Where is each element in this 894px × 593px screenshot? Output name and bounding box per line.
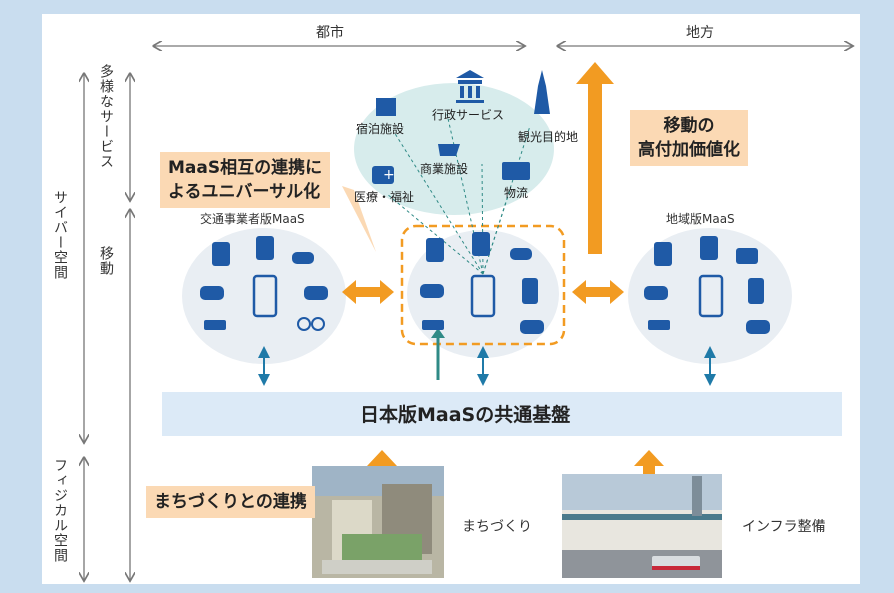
lodging-label: 宿泊施設 <box>356 122 405 136</box>
mobility-label: 移動 <box>98 246 114 276</box>
admin-icon <box>456 70 484 103</box>
diagram-panel: + 都市 地方 多様なサービス サイバー空間 移動 フィジカル空間 MaaS相互… <box>42 14 860 584</box>
value-add-arrow <box>576 62 614 254</box>
diverse-services-label: 多様なサービス <box>98 64 114 169</box>
teal-connector-head <box>431 328 445 338</box>
callout-pointer <box>342 186 376 252</box>
medical-cross: + <box>383 167 395 183</box>
central-maas-dashed-box <box>400 224 566 346</box>
lodging-icon <box>376 98 396 116</box>
transport-icons-right <box>644 236 770 334</box>
physical-space-label: フィジカル空間 <box>52 458 68 563</box>
service-icons <box>372 70 550 184</box>
commerce-label: 商業施設 <box>420 162 469 176</box>
cart-icon <box>438 144 460 156</box>
transport-icons-left <box>200 236 328 331</box>
value-add-callout: 移動の 高付加価値化 <box>630 110 748 166</box>
universal-callout-line2: よるユニバーサル化 <box>168 182 321 202</box>
city-label: 都市 <box>316 25 344 41</box>
rural-label: 地方 <box>686 25 714 41</box>
regional-maas-label: 地域版MaaS <box>666 212 735 226</box>
diagram-graphics: + <box>42 14 860 584</box>
logistics-label: 物流 <box>504 186 529 200</box>
tower-icon <box>534 70 550 114</box>
value-add-callout-line2: 高付加価値化 <box>638 140 740 160</box>
link-arrow-left <box>342 280 394 304</box>
transport-maas-label: 交通事業者版MaaS <box>200 212 305 226</box>
universal-callout: MaaS相互の連携に よるユニバーサル化 <box>160 152 331 208</box>
link-arrow-right <box>572 280 624 304</box>
medical-label: 医療・福祉 <box>354 190 415 204</box>
platform-label: 日本版MaaSの共通基盤 <box>360 404 571 426</box>
transport-icons-center <box>420 232 544 334</box>
platform-bar <box>162 392 842 436</box>
admin-label: 行政サービス <box>432 108 505 122</box>
cyber-space-label: サイバー空間 <box>52 190 68 280</box>
medical-icon <box>372 166 394 184</box>
town-link-callout: まちづくりとの連携 <box>146 486 315 518</box>
town-photo <box>312 466 444 578</box>
universal-callout-line1: MaaS相互の連携に <box>168 158 323 178</box>
value-add-callout-line1: 移動の <box>663 116 715 136</box>
tourism-label: 観光目的地 <box>518 130 579 144</box>
infrastructure-label: インフラ整備 <box>742 519 826 535</box>
machizukuri-label: まちづくり <box>462 519 532 535</box>
truck-icon <box>502 162 530 180</box>
infra-photo <box>562 474 722 578</box>
